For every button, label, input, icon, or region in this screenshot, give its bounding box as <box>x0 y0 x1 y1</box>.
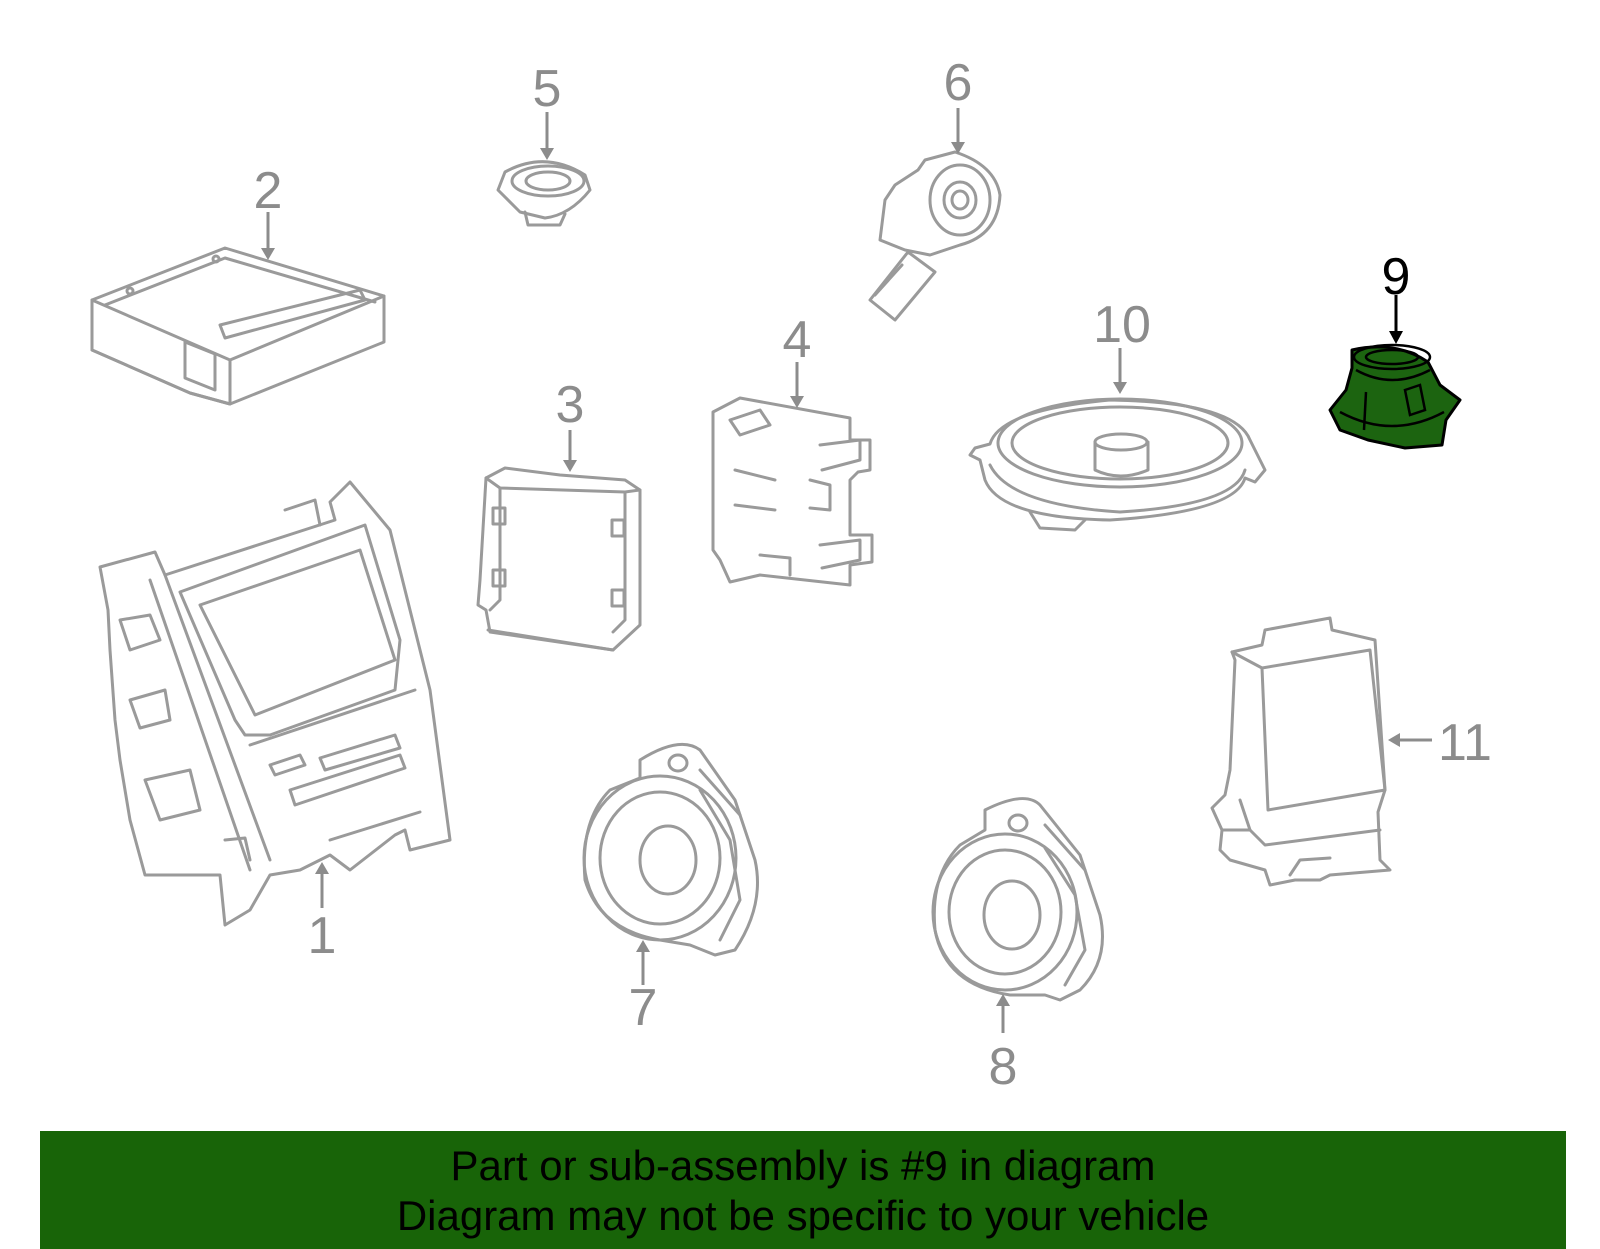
callout-leaders <box>261 108 1432 1033</box>
banner-line-part-number: Part or sub-assembly is #9 in diagram <box>450 1142 1156 1189</box>
part-3-control-module[interactable] <box>476 466 642 652</box>
part-4-module-bracket[interactable] <box>711 396 874 587</box>
callout-5: 5 <box>533 60 562 118</box>
part-10-oval-speaker[interactable] <box>968 397 1267 532</box>
callout-7: 7 <box>629 979 658 1037</box>
part-7-speaker[interactable] <box>582 742 759 957</box>
callout-10: 10 <box>1093 296 1151 354</box>
callout-4: 4 <box>783 311 812 369</box>
callout-1: 1 <box>308 907 337 965</box>
part-1-radio-display-panel[interactable] <box>98 480 452 927</box>
callout-6: 6 <box>944 54 973 112</box>
callout-11: 11 <box>1438 714 1492 772</box>
callout-3: 3 <box>556 376 585 434</box>
part-9-highlighted-component[interactable] <box>1328 343 1462 450</box>
info-banner: Part or sub-assembly is #9 in diagram Di… <box>40 1131 1566 1249</box>
part-8-speaker[interactable] <box>931 797 1104 1002</box>
callout-8: 8 <box>989 1038 1018 1096</box>
part-2-radio-module[interactable] <box>90 246 386 406</box>
banner-line-disclaimer: Diagram may not be specific to your vehi… <box>396 1192 1210 1239</box>
callout-2: 2 <box>254 162 283 220</box>
part-6-microphone-sensor[interactable] <box>868 150 1002 322</box>
callout-9: 9 <box>1382 248 1411 306</box>
part-5-tweeter-bracket[interactable] <box>496 160 592 227</box>
part-11-control-module[interactable] <box>1210 616 1392 887</box>
